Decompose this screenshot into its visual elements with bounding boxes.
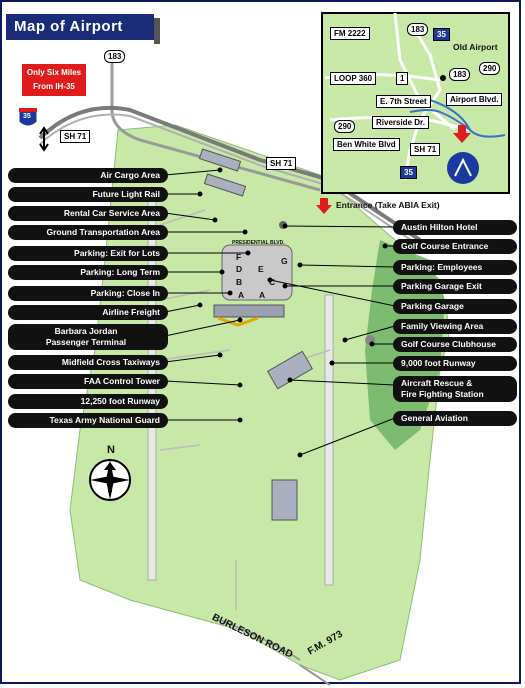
inset-us183-mid: 183 [449,68,471,81]
entrance-label: Entrance (Take ABIA Exit) [336,200,440,210]
promo-line-1: Only Six Miles [26,68,82,77]
lot-g: G [281,256,288,266]
inset-us290-left: 290 [334,120,356,133]
north-label: N [107,444,115,456]
burleson-road [219,619,301,661]
sh71-highway-2 [39,113,421,247]
label-future-light-rail: Future Light Rail [8,187,168,202]
fm973-road [299,664,331,686]
label-parking-long-term: Parking: Long Term [8,265,168,280]
lot-d: D [236,264,243,274]
inset-sh71: SH 71 [410,143,441,156]
us183-shield: 183 [104,50,126,63]
label-aircraft-rescue-line2: Fire Fighting Station [401,389,484,399]
label-austin-hilton-hotel: Austin Hilton Hotel [393,220,517,235]
sh71-label-main: SH 71 [266,157,297,170]
inset-ben-white-blvd: Ben White Blvd [333,138,400,151]
inset-airport-blvd: Airport Blvd. [446,93,503,106]
lot-e: E [258,264,264,274]
label-aircraft-rescue-line1: Aircraft Rescue & [401,378,473,388]
label-9000-runway: 9,000 foot Runway [393,356,517,371]
inset-fm2222: FM 2222 [330,27,370,40]
label-parking-employees: Parking: Employees [393,260,517,275]
inset-i35-bottom: 35 [400,166,417,179]
label-texas-army-national-guard: Texas Army National Guard [8,413,168,428]
us183-highway [110,60,321,192]
label-passenger-terminal-line2: Passenger Terminal [45,337,127,347]
inset-loop360: LOOP 360 [330,72,377,85]
inset-e7th-street: E. 7th Street [376,95,431,108]
label-12250-runway: 12,250 foot Runway [8,394,168,409]
label-faa-control-tower: FAA Control Tower [8,374,168,389]
inset-us183-top: 183 [407,23,429,36]
page-title: Map of Airport [6,14,160,44]
sh71-highway [38,105,422,242]
label-airline-freight: Airline Freight [8,305,168,320]
inset-route1: 1 [396,72,409,85]
promo-line-2: From IH-35 [33,82,75,91]
label-midfield-cross-taxiways: Midfield Cross Taxiways [8,355,168,370]
label-parking-exit-for-lots: Parking: Exit for Lots [8,246,168,261]
inset-old-airport: Old Airport [453,42,498,52]
label-ground-transportation-area: Ground Transportation Area [8,225,168,240]
label-general-aviation: General Aviation [393,411,517,426]
inset-us290-right: 290 [479,62,501,75]
lot-a-left: A [238,290,245,300]
label-family-viewing-area: Family Viewing Area [393,319,517,334]
lot-a-right: A [259,290,266,300]
i35-shield-main [18,108,38,127]
inset-riverside-dr: Riverside Dr. [372,116,429,129]
label-golf-course-clubhouse: Golf Course Clubhouse [393,337,517,352]
lot-b: B [236,277,243,287]
presidential-blvd-label: PRESIDENTIAL BLVD. [232,240,285,246]
runway-9000 [324,294,334,586]
label-golf-course-entrance: Golf Course Entrance [393,239,517,254]
label-parking-garage: Parking Garage [393,299,517,314]
label-aircraft-rescue: Aircraft Rescue & Fire Fighting Station [393,376,517,402]
inset-i35-top: 35 [433,28,450,41]
label-parking-garage-exit: Parking Garage Exit [393,279,517,294]
label-parking-close-in: Parking: Close In [8,286,168,301]
label-rental-car-service-area: Rental Car Service Area [8,206,168,221]
i35-shield-label: 35 [23,113,31,120]
sh71-shield: SH 71 [60,130,91,143]
lot-c: C [269,277,276,287]
label-air-cargo-area: Air Cargo Area [8,168,168,183]
label-passenger-terminal: Barbara Jordan Passenger Terminal [8,324,168,350]
label-passenger-terminal-line1: Barbara Jordan [54,326,118,336]
lot-f: F [236,252,242,262]
entrance-arrow [316,198,332,214]
compass-rose [89,459,131,501]
promo-badge: Only Six Miles From IH-35 [22,64,86,96]
